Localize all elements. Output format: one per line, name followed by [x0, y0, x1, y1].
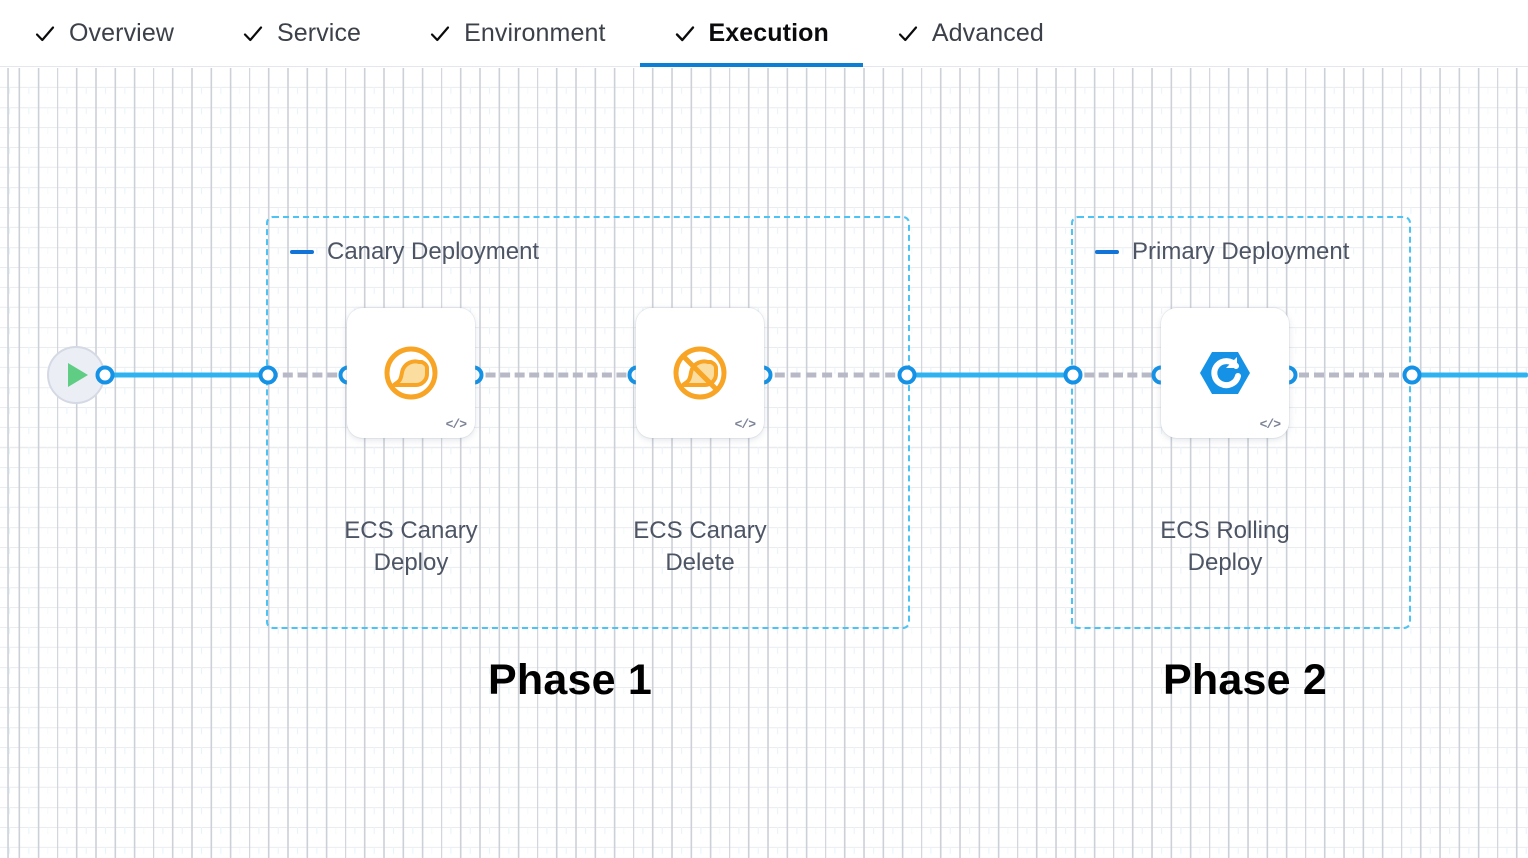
edge-start-to-group1: [102, 372, 274, 378]
connector-dot-group2-in[interactable]: [1063, 365, 1083, 385]
pipeline-step-ecs-rolling-deploy[interactable]: </>: [1161, 308, 1289, 438]
check-icon: [897, 23, 919, 45]
pipeline-canvas[interactable]: Canary Deployment Primary Deployment: [0, 68, 1528, 858]
check-icon: [429, 23, 451, 45]
canary-bird-slash-icon: [636, 308, 764, 438]
edge-rolling-to-exit: [1284, 372, 1414, 378]
tab-execution[interactable]: Execution: [639, 0, 863, 67]
annotation-phase-1: Phase 1: [488, 656, 652, 704]
edge-delete-to-exit: [759, 372, 911, 378]
group-title: Canary Deployment: [327, 238, 540, 265]
tab-label: Execution: [708, 19, 829, 47]
play-icon: [68, 363, 88, 387]
minus-icon[interactable]: [1095, 250, 1119, 254]
tab-overview[interactable]: Overview: [0, 0, 208, 67]
connector-dot-group1-in[interactable]: [258, 365, 278, 385]
group-header[interactable]: Primary Deployment: [1095, 240, 1349, 264]
tab-active-underline: [639, 63, 863, 67]
tab-environment[interactable]: Environment: [395, 0, 639, 67]
tab-label: Service: [277, 19, 362, 47]
pipeline-step-label: ECS Rolling Deploy: [1160, 517, 1290, 576]
minus-icon[interactable]: [290, 250, 314, 254]
check-icon: [674, 23, 696, 45]
settings-tab-bar: Overview Service Environment Execution A…: [0, 0, 1528, 67]
edge-group2-to-next: [1409, 372, 1528, 378]
pipeline-step-label: ECS Canary Deploy: [344, 517, 478, 576]
tab-label: Advanced: [931, 19, 1044, 47]
edge-group1-to-group2: [903, 372, 1077, 378]
group-header[interactable]: Canary Deployment: [290, 240, 539, 264]
edge-group2-entry: [1070, 372, 1166, 378]
inline-code-badge[interactable]: </>: [1259, 417, 1281, 432]
connector-dot-group2-out[interactable]: [1402, 365, 1422, 385]
tab-label: Overview: [69, 19, 174, 47]
stage-group-canary-deployment[interactable]: Canary Deployment: [266, 216, 910, 629]
tab-label: Environment: [464, 19, 606, 47]
tab-advanced[interactable]: Advanced: [863, 0, 1078, 67]
inline-code-badge[interactable]: </>: [445, 417, 467, 432]
check-icon: [242, 23, 264, 45]
connector-dot-start-out[interactable]: [95, 365, 115, 385]
pipeline-step-ecs-canary-deploy[interactable]: </>: [347, 308, 475, 438]
pipeline-step-label: ECS Canary Delete: [633, 517, 767, 576]
connector-dot-group1-out[interactable]: [897, 365, 917, 385]
tab-service[interactable]: Service: [208, 0, 395, 67]
check-icon: [34, 23, 56, 45]
canary-bird-icon: [347, 308, 475, 438]
edge-group1-entry: [268, 372, 352, 378]
pipeline-step-ecs-canary-delete[interactable]: </>: [636, 308, 764, 438]
inline-code-badge[interactable]: </>: [734, 417, 756, 432]
stage-group-primary-deployment[interactable]: Primary Deployment: [1071, 216, 1411, 629]
annotation-phase-2: Phase 2: [1163, 656, 1327, 704]
rolling-deploy-icon: [1161, 308, 1289, 438]
edge-deploy-to-delete: [471, 372, 641, 378]
group-title: Primary Deployment: [1132, 238, 1350, 265]
